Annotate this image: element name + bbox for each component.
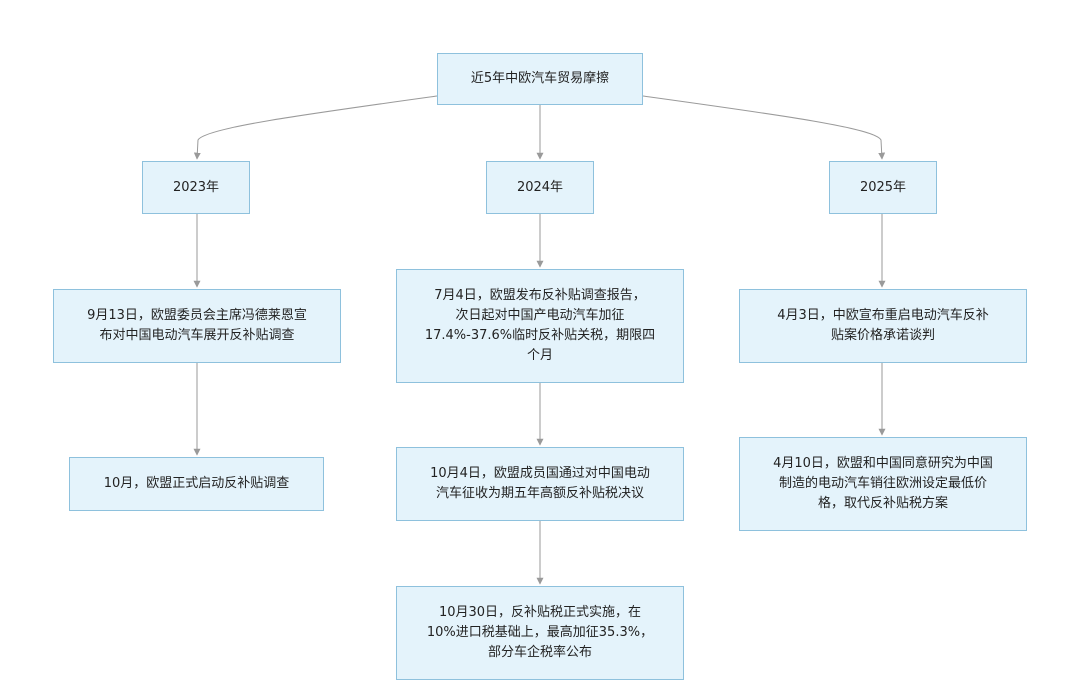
year-node-2023: 2023年	[142, 161, 250, 214]
year-node-2025: 2025年	[829, 161, 937, 214]
event-node-2023-sep-13: 9月13日，欧盟委员会主席冯德莱恩宣 布对中国电动汽车展开反补贴调查	[53, 289, 341, 363]
event-node-2024-jul-4: 7月4日，欧盟发布反补贴调查报告， 次日起对中国产电动汽车加征 17.4%-37…	[396, 269, 684, 383]
edge-root-to-2025	[642, 95, 886, 160]
event-node-2025-apr-10: 4月10日，欧盟和中国同意研究为中国 制造的电动汽车销往欧洲设定最低价 格，取代…	[739, 437, 1027, 531]
root-node: 近5年中欧汽车贸易摩擦	[437, 53, 643, 105]
event-node-2025-apr-3: 4月3日，中欧宣布重启电动汽车反补 贴案价格承诺谈判	[739, 289, 1027, 363]
event-node-2024-oct-30: 10月30日，反补贴税正式实施，在 10%进口税基础上，最高加征35.3%， 部…	[396, 586, 684, 680]
edge-root-to-2023	[193, 95, 438, 160]
event-node-2023-oct: 10月，欧盟正式启动反补贴调查	[69, 457, 324, 511]
event-node-2024-oct-4: 10月4日，欧盟成员国通过对中国电动 汽车征收为期五年高额反补贴税决议	[396, 447, 684, 521]
year-node-2024: 2024年	[486, 161, 594, 214]
